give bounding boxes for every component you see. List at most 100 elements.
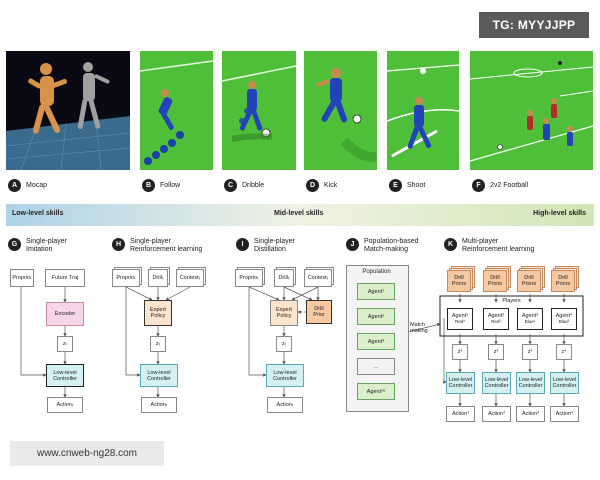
section-j-title: Population-based Match-making [364,238,419,253]
caption-e-label: Shoot [407,181,426,189]
panel-shoot-image [387,51,459,170]
watermark-top: TG: MYYJJPP [479,12,589,38]
k-agent-1-name: Agent¹ [451,313,469,319]
k-z-4: z⁴ [556,344,572,360]
caption-a-label: Mocap [26,181,48,189]
section-g-title: Single-player Imitation [26,238,67,253]
k-z-1: z¹ [452,344,468,360]
g-action-box: Actionₜ [47,397,83,413]
i-context-box: Contextₜ [304,269,332,287]
panel-mocap-image [6,51,130,170]
k-agent-2-name: Agent² [487,313,505,319]
k-agent-3-team: Blue¹ [524,319,536,324]
circle-f: F [472,178,485,192]
i-z-box: zₜ [276,336,292,352]
circle-h: H [112,238,125,251]
j-population-label: Population [362,269,391,275]
caption-b: B Follow [142,178,180,192]
circle-j: J [346,238,359,251]
k-low-level-controller-2: Low-level Controller [482,372,511,394]
caption-e: E Shoot [389,178,425,192]
k-z-2: z² [488,344,504,360]
panel-kick-image [304,51,377,170]
circle-b: B [142,178,155,192]
h-z-box: zₜ [150,336,166,352]
circle-d: D [306,178,319,192]
k-agent-2-team: Red² [491,319,501,324]
circle-i: I [236,238,249,251]
mid-level-skills-label: Mid-level skills [274,210,324,217]
j-agent-3: Agent³ [357,333,395,350]
h-low-level-controller-box: Low-level Controller [140,364,178,387]
circle-e: E [389,178,402,192]
caption-b-label: Follow [160,181,181,189]
section-i-header: I Single-player Distillation [236,238,295,260]
i-drill-box: Drillₜ [274,269,294,287]
g-low-level-controller-box: Low-level Controller [46,364,84,387]
h-proprio-box: Proprioₜ [112,269,140,287]
section-h-title: Single-player Reinforcement learning [130,238,203,253]
low-level-skills-label: Low-level skills [12,210,64,217]
k-z-3: z³ [522,344,538,360]
section-j-header: J Population-based Match-making [346,238,419,260]
j-agent-16: Agent¹⁶ [357,383,395,400]
watermark-bottom: www.cnweb-ng28.com [10,441,164,466]
k-low-level-controller-4: Low-level Controller [550,372,579,394]
k-action-1: Action¹ [446,406,475,422]
section-k-title: Multi-player Reinforcement learning [462,238,535,253]
caption-f: F 2v2 Football [472,178,528,192]
circle-c: C [224,178,237,192]
k-action-2: Action² [482,406,511,422]
caption-c: C Dribble [224,178,264,192]
caption-a: A Mocap [8,178,47,192]
g-z-box: zₜ [57,336,73,352]
i-expert-policy-box: Expert Policy [270,300,298,326]
k-agent-4-team: Blue² [558,319,570,324]
h-action-box: Actionₜ [141,397,177,413]
i-proprio-box: Proprioₜ [235,269,263,287]
circle-g: G [8,238,21,251]
g-future-traj-box: Future Traj [45,269,85,287]
section-i-title: Single-player Distillation [254,238,295,253]
k-low-level-controller-1: Low-level Controller [446,372,475,394]
section-g-header: G Single-player Imitation [8,238,67,260]
k-agent-1-team: Red¹ [455,319,465,324]
i-low-level-controller-box: Low-level Controller [266,364,304,387]
k-drill-priors-3: Drill Priors [517,270,541,292]
k-agent-4-name: Agent⁴ [555,313,573,319]
g-encoder-box: Encoder [46,302,84,326]
k-action-3: Action³ [516,406,545,422]
panel-follow-image [140,51,213,170]
k-drill-priors-1: Drill Priors [447,270,471,292]
panel-dribble-image [222,51,296,170]
k-drill-priors-2: Drill Priors [483,270,507,292]
caption-c-label: Dribble [242,181,265,189]
i-action-box: Actionₜ [267,397,303,413]
k-action-4: Action⁴ [550,406,579,422]
h-context-box: Contextₜ [176,269,204,287]
k-agent-3-name: Agent³ [521,313,539,319]
i-drill-prior-box: Drill Prior [306,300,332,324]
k-players-label: Players [502,298,521,304]
k-drill-priors-4: Drill Priors [551,270,575,292]
g-proprio-box: Proprioₜ [10,269,34,287]
skill-level-band: Low-level skills Mid-level skills High-l… [6,204,594,226]
h-expert-policy-box: Expert Policy [144,300,172,326]
section-h-header: H Single-player Reinforcement learning [112,238,202,260]
k-low-level-controller-3: Low-level Controller [516,372,545,394]
k-match-making-label: Match making [410,322,428,334]
panel-2v2-football-image [470,51,593,170]
j-agent-ellipsis: ... [357,358,395,375]
section-k-header: K Multi-player Reinforcement learning [444,238,534,260]
j-agent-2: Agent² [357,308,395,325]
circle-k: K [444,238,457,251]
caption-f-label: 2v2 Football [490,181,529,189]
j-agent-1: Agent¹ [357,283,395,300]
circle-a: A [8,178,21,192]
